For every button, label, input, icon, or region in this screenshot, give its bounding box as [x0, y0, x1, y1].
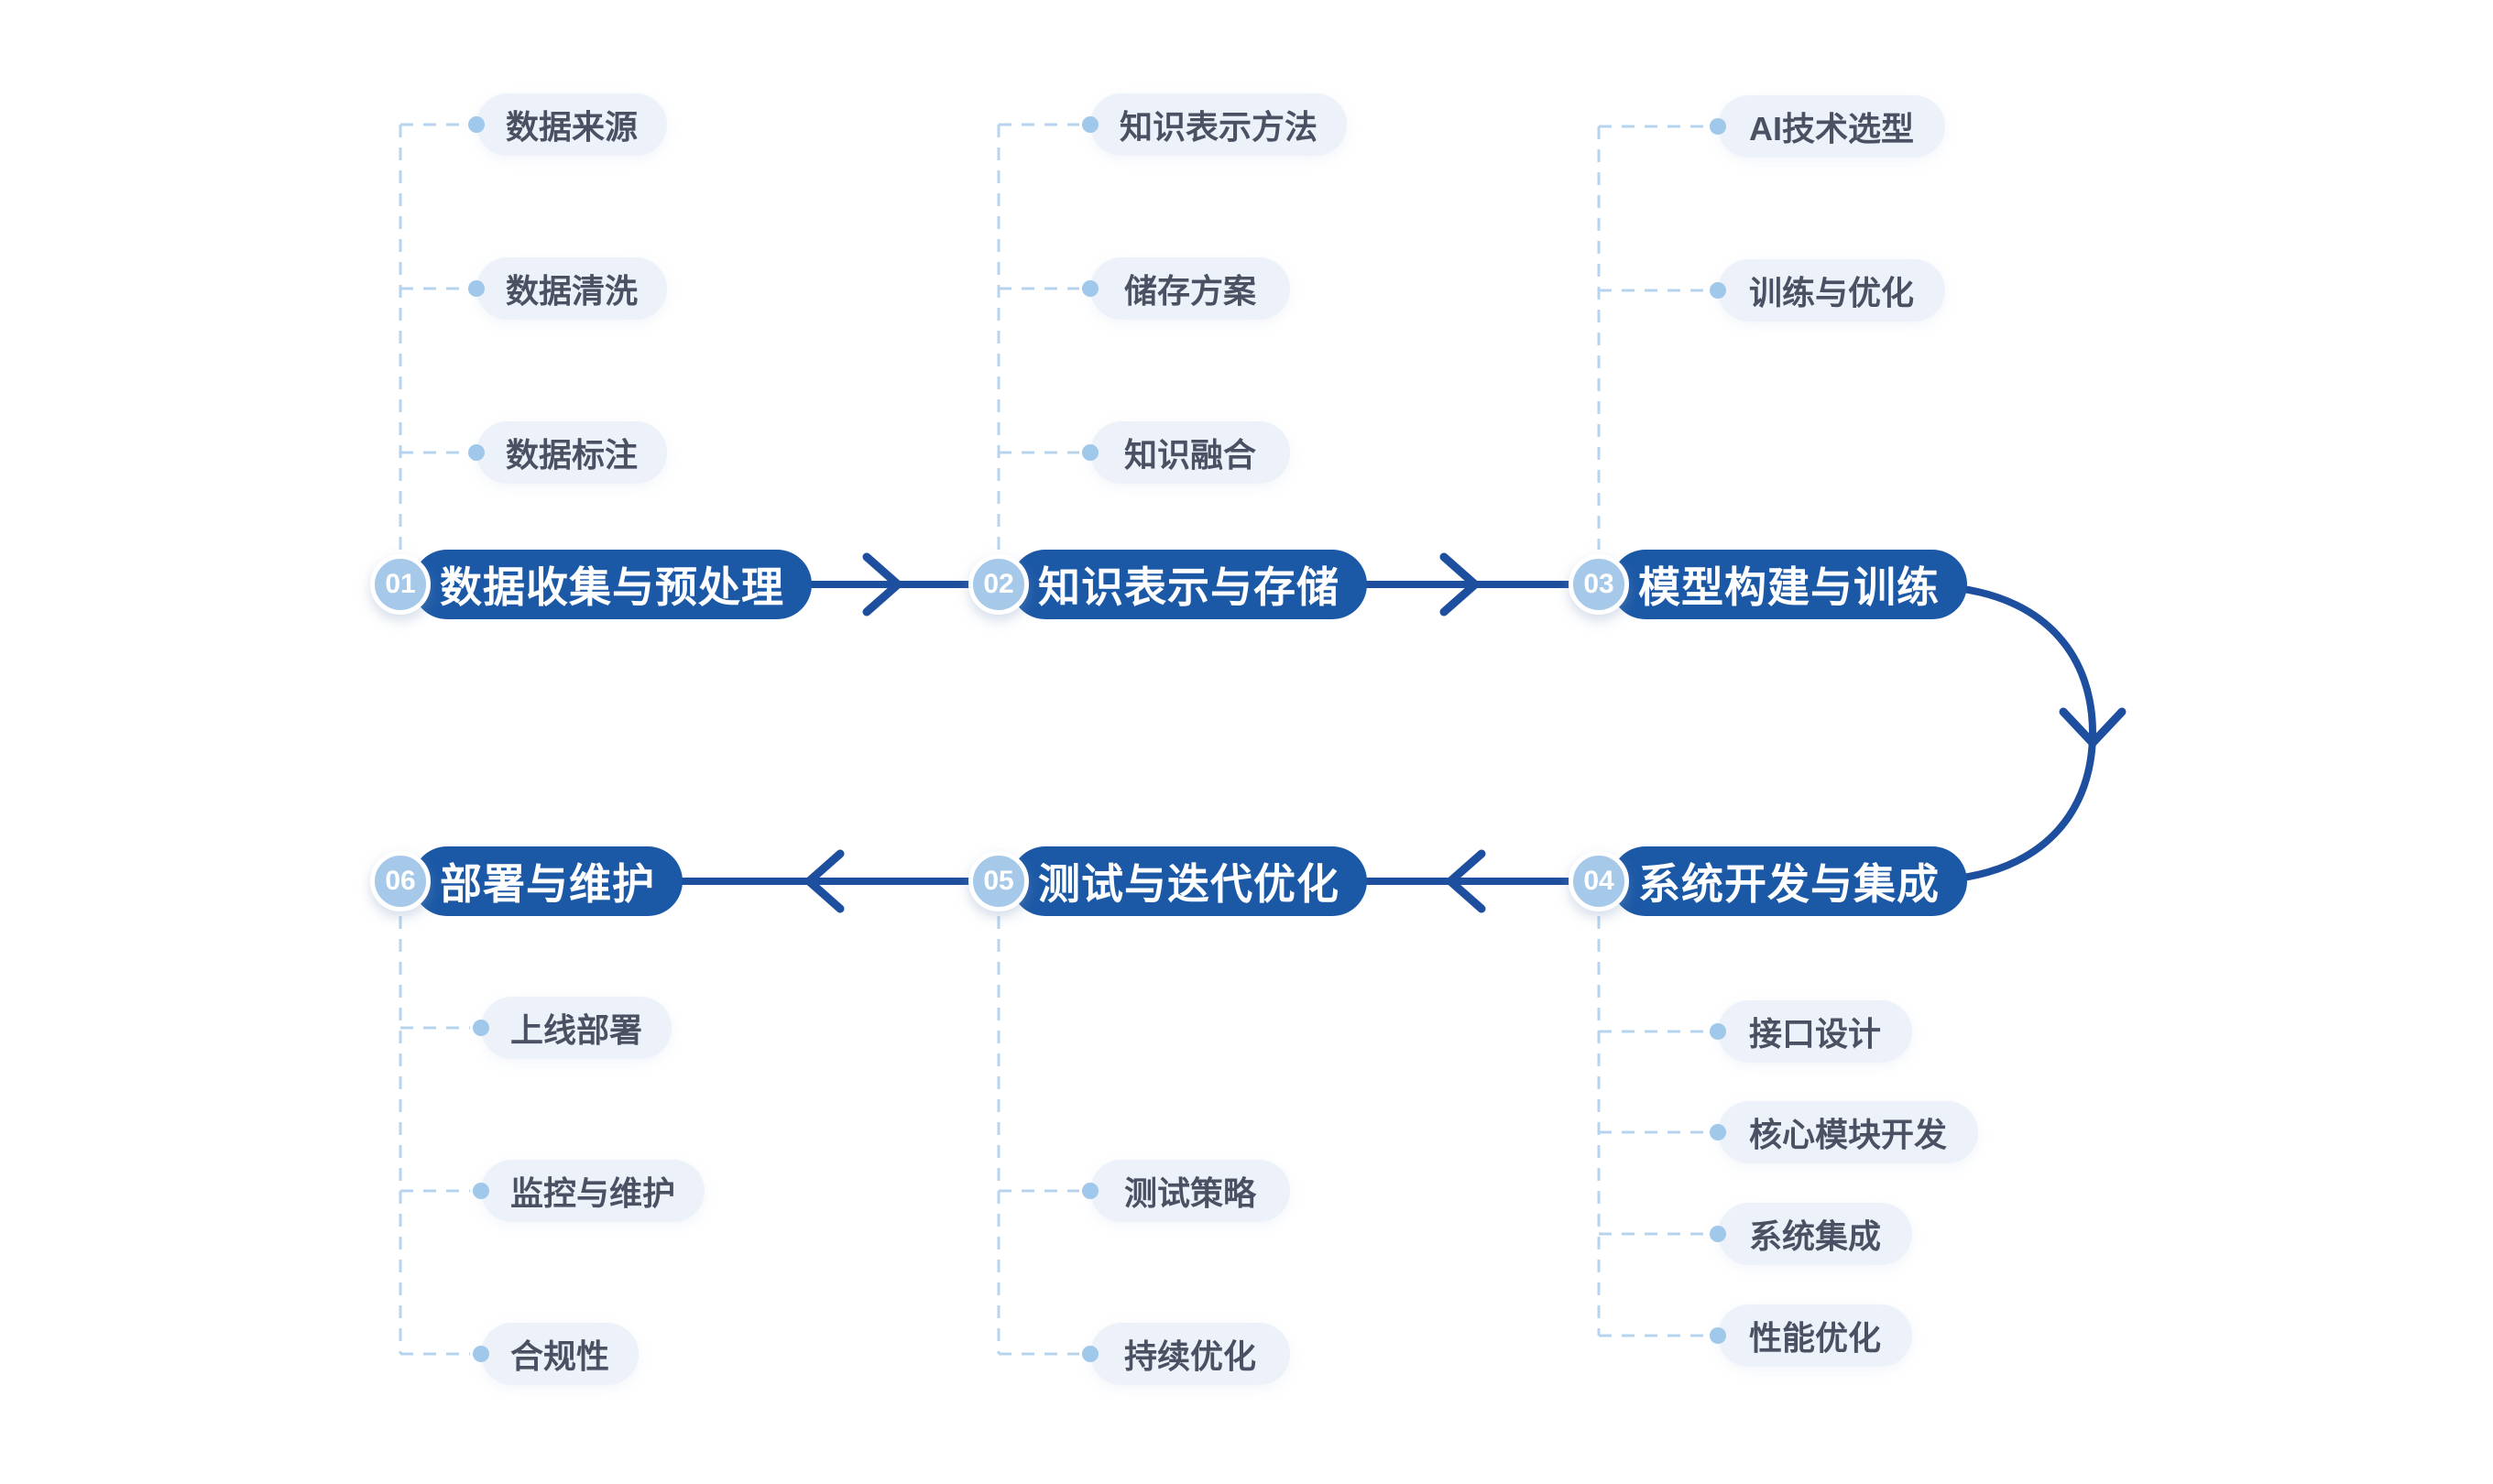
sub-item-pill: 系统集成 [1718, 1203, 1913, 1265]
stage-badge-04: 04 [1569, 851, 1629, 911]
sub-item-pill: 数据标注 [476, 421, 668, 484]
arrowhead-right-icon [862, 552, 904, 617]
sub-item-pill: 测试策略 [1090, 1160, 1290, 1222]
sub-item-pill: 核心模块开发 [1718, 1101, 1979, 1163]
stage-pill-05: 测试与迭代优化 [1011, 846, 1367, 916]
sub-item-pill: 知识融合 [1090, 421, 1290, 484]
arrowhead-left-icon [803, 849, 845, 913]
sub-item-pill: 训练与优化 [1718, 259, 1946, 322]
arrow-03-04-curve [1953, 584, 2097, 882]
sub-item-pill: 监控与维护 [481, 1160, 705, 1222]
sub-item-pill: AI技术选型 [1718, 95, 1946, 158]
arrowhead-right-icon [1439, 552, 1482, 617]
sub-item-pill: 合规性 [481, 1323, 640, 1385]
stage-pill-03: 模型构建与训练 [1611, 550, 1967, 619]
sub-item-pill: 性能优化 [1718, 1304, 1913, 1367]
branch-dashed-lines [399, 123, 1707, 1356]
sub-item-pill: 数据清洗 [476, 257, 668, 320]
sub-item-pill: 持续优化 [1090, 1323, 1290, 1385]
flow-arrows [671, 552, 2127, 913]
sub-item-pill: 储存方案 [1090, 257, 1290, 320]
sub-item-pill: 知识表示方法 [1090, 93, 1348, 156]
sub-item-pill: 数据来源 [476, 93, 668, 156]
sub-item-pill: 上线部署 [481, 997, 672, 1059]
stage-pill-01: 数据收集与预处理 [412, 550, 812, 619]
stage-badge-02: 02 [968, 554, 1029, 615]
stage-pill-04: 系统开发与集成 [1611, 846, 1967, 916]
sub-item-pill: 接口设计 [1718, 1000, 1913, 1063]
stage-pill-02: 知识表示与存储 [1011, 550, 1367, 619]
arrowhead-left-icon [1444, 849, 1486, 913]
stage-badge-05: 05 [968, 851, 1029, 911]
stage-badge-01: 01 [370, 554, 431, 615]
stage-badge-06: 06 [370, 851, 431, 911]
stage-pill-06: 部署与维护 [412, 846, 683, 916]
arrowhead-down-icon [2059, 707, 2127, 749]
stage-badge-03: 03 [1569, 554, 1629, 615]
